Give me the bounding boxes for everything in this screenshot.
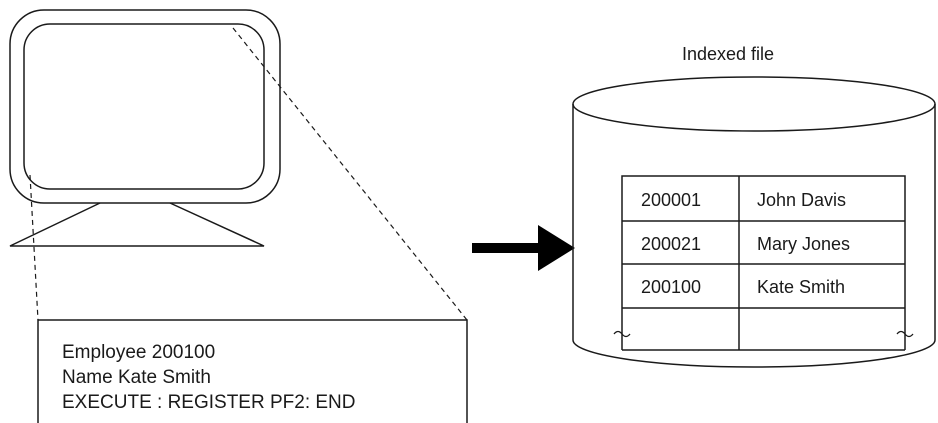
table-cell-number: 200001 [641, 190, 701, 210]
table-frame [621, 175, 906, 350]
table-cell-name: Kate Smith [757, 277, 845, 297]
screen-line-employee: Employee 200100 [62, 342, 215, 363]
continuation-tilde-icon [896, 330, 914, 338]
arrow-head [538, 225, 575, 271]
table-cell-number: 200021 [641, 234, 701, 254]
table-cell-name: Mary Jones [757, 234, 850, 254]
indexed-file-label: Indexed file [682, 44, 774, 64]
terminal-monitor-icon [9, 9, 281, 247]
screen-zoom-border [37, 319, 468, 423]
continuation-tilde-icon [613, 330, 631, 338]
zoom-line-right [232, 27, 468, 321]
zoom-line-left [29, 174, 39, 321]
arrow-icon [472, 225, 575, 271]
screen-line-name: Name Kate Smith [62, 367, 211, 388]
database-cylinder-icon [572, 76, 936, 368]
records-table: 200001 John Davis 200021 Mary Jones 2001… [613, 175, 914, 351]
screen-zoom-panel: Employee 200100 Name Kate Smith EXECUTE … [37, 319, 468, 423]
screen-line-keys: EXECUTE : REGISTER PF2: END [62, 392, 356, 413]
cylinder-top [572, 76, 936, 132]
monitor-screen [23, 23, 265, 190]
arrow-shaft [472, 243, 542, 253]
monitor-stand [9, 202, 265, 247]
cylinder-body [572, 104, 936, 368]
table-cell-number: 200100 [641, 277, 701, 297]
table-cell-name: John Davis [757, 190, 846, 210]
monitor-outer-frame [9, 9, 281, 204]
